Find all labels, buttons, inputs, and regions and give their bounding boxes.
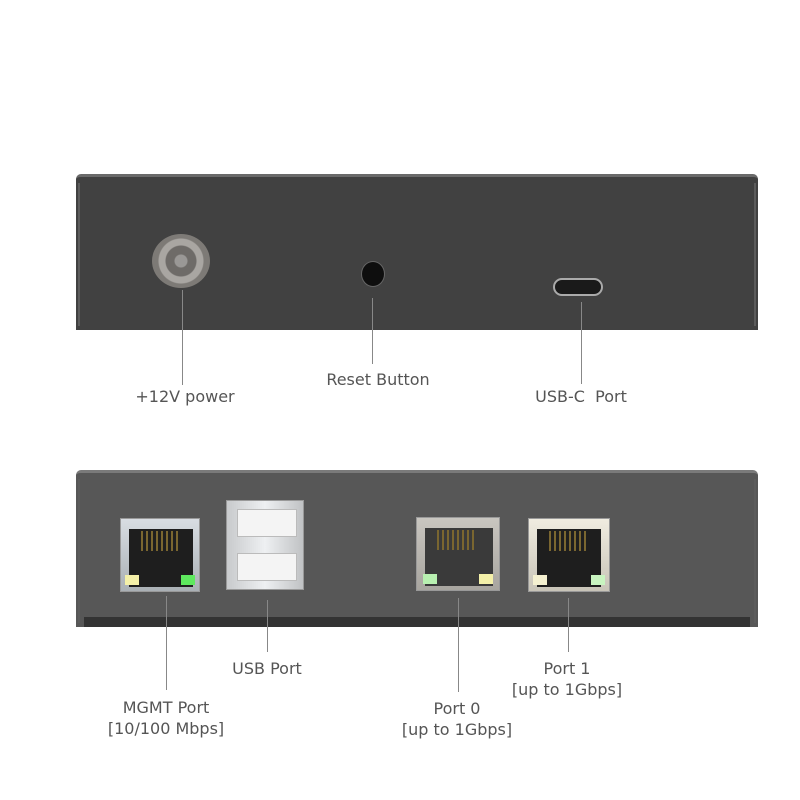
power-jack: [152, 234, 210, 288]
usb-port: [226, 500, 304, 590]
port1-label-title: Port 1: [543, 659, 591, 678]
port1-label-speed: [up to 1Gbps]: [511, 680, 623, 699]
power-label: +12V power: [135, 387, 235, 406]
usbc-label: USB-C Port: [535, 387, 627, 406]
port0-ethernet-port: [416, 517, 500, 591]
mgmt-label: MGMT Port [10/100 Mbps]: [66, 697, 266, 739]
panel-base: [84, 617, 750, 627]
panel-edge: [754, 479, 756, 623]
port0-label-title: Port 0: [433, 699, 481, 718]
callout-line: [568, 598, 569, 652]
mgmt-ethernet-port: [120, 518, 200, 592]
panel-edge: [78, 183, 80, 326]
callout-line: [458, 598, 459, 692]
reset-button-hole: [361, 261, 385, 287]
led: [479, 574, 493, 584]
callout-line: [166, 596, 167, 690]
port1-ethernet-port: [528, 518, 610, 592]
panel-edge: [78, 479, 80, 623]
callout-line: [372, 298, 373, 364]
mgmt-label-speed: [10/100 Mbps]: [107, 719, 225, 738]
led: [591, 575, 605, 585]
port0-label-speed: [up to 1Gbps]: [401, 720, 513, 739]
led: [533, 575, 547, 585]
panel-edge: [754, 183, 756, 326]
callout-line: [182, 290, 183, 385]
callout-line: [267, 600, 268, 652]
usb-c-port: [553, 278, 603, 296]
callout-line: [581, 302, 582, 384]
led: [181, 575, 195, 585]
led: [125, 575, 139, 585]
port1-label: Port 1 [up to 1Gbps]: [467, 658, 667, 700]
led: [423, 574, 437, 584]
usb-label: USB Port: [232, 659, 302, 678]
mgmt-label-title: MGMT Port: [122, 698, 210, 717]
port0-label: Port 0 [up to 1Gbps]: [357, 698, 557, 740]
reset-label: Reset Button: [326, 370, 430, 389]
